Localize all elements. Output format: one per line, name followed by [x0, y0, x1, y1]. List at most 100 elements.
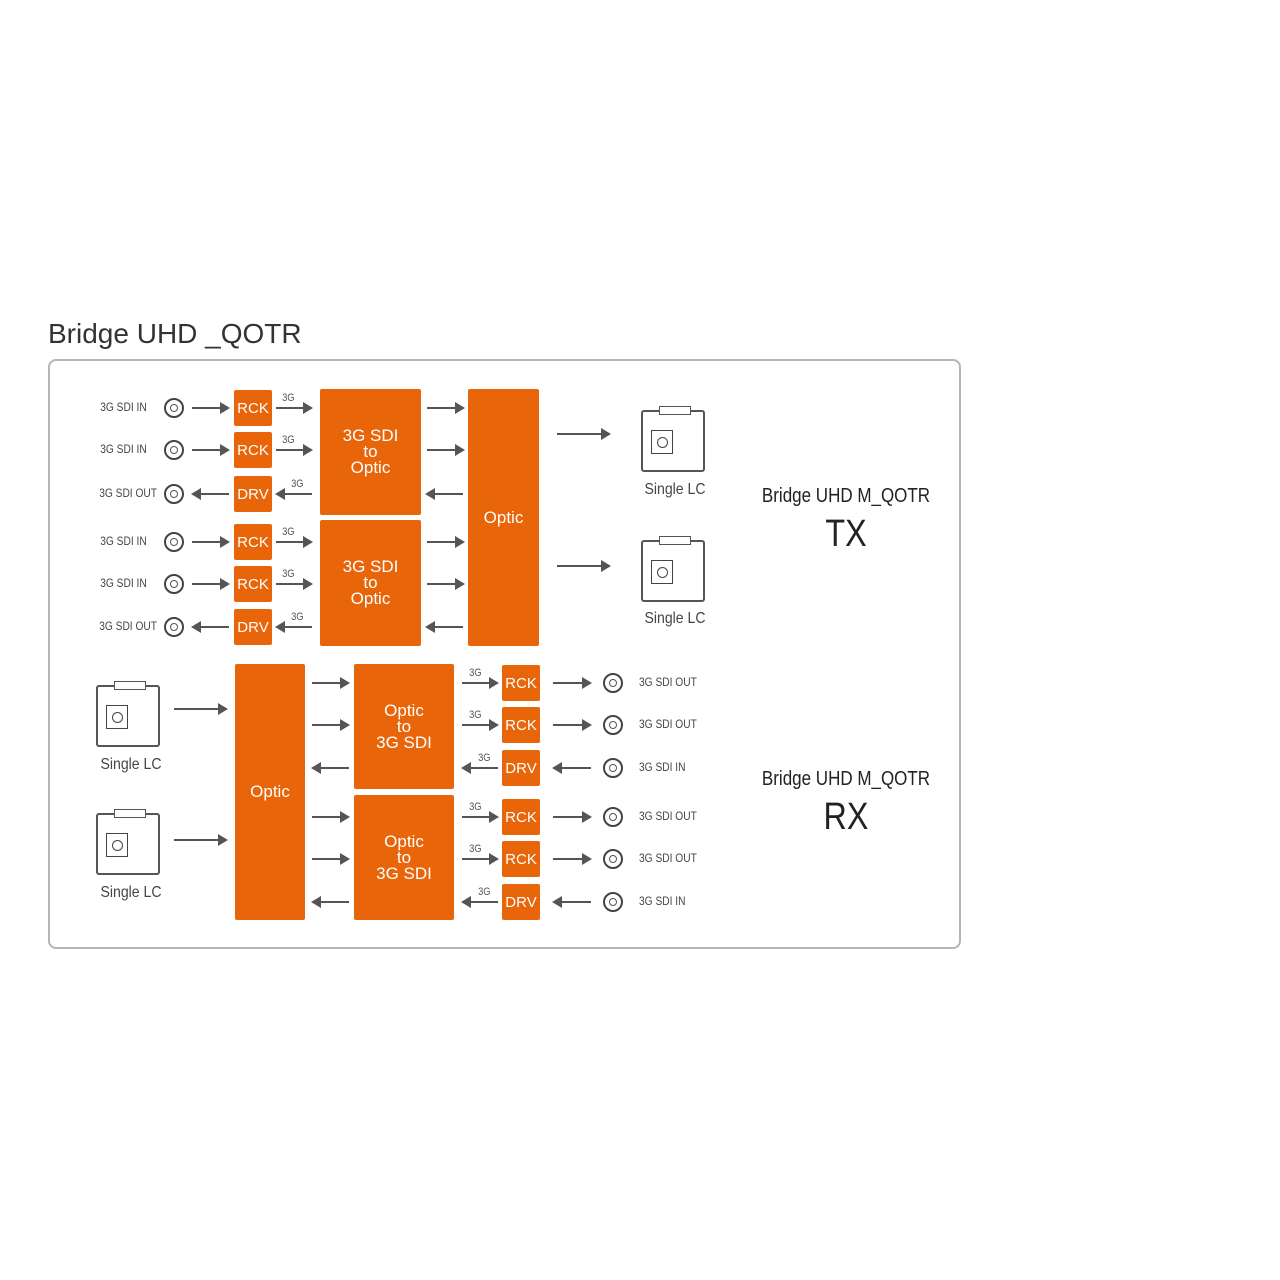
rx-drv-block: DRV: [502, 750, 540, 786]
arrow-left: [461, 896, 498, 908]
rate-label: 3G: [478, 752, 491, 764]
arrow-right: [192, 536, 230, 548]
bnc-connector-icon: [603, 758, 623, 778]
single-lc-module-icon: [96, 809, 160, 875]
sdi-port-label: 3G SDI OUT: [639, 675, 697, 689]
arrow-right: [276, 536, 313, 548]
tx-converter-block: 3G SDI to Optic: [320, 389, 421, 515]
rate-label: 3G: [282, 526, 295, 538]
single-lc-module-icon: [641, 536, 705, 602]
sdi-port-label: 3G SDI OUT: [99, 486, 157, 500]
arrow-right: [276, 444, 313, 456]
arrow-right: [553, 811, 592, 823]
tx-drv-block: DRV: [234, 609, 272, 645]
rx-rck-block: RCK: [502, 707, 540, 743]
rx-converter-block: Optic to 3G SDI: [354, 664, 454, 789]
tx-converter-block: 3G SDI to Optic: [320, 520, 421, 646]
bnc-connector-icon: [603, 673, 623, 693]
sdi-port-label: 3G SDI OUT: [99, 619, 157, 633]
bnc-connector-icon: [164, 532, 184, 552]
tx-rck-block: RCK: [234, 566, 272, 602]
arrow-right: [312, 853, 350, 865]
arrow-right: [553, 719, 592, 731]
rate-label: 3G: [469, 801, 482, 813]
arrow-right: [174, 834, 228, 846]
arrow-right: [462, 677, 499, 689]
tx-optic-block: Optic: [468, 389, 539, 646]
arrow-right: [192, 578, 230, 590]
arrow-right: [462, 853, 499, 865]
single-lc-module-icon: [641, 406, 705, 472]
arrow-right: [174, 703, 228, 715]
arrow-right: [557, 560, 611, 572]
arrow-left: [275, 488, 312, 500]
rate-label: 3G: [478, 886, 491, 898]
arrow-left: [191, 621, 229, 633]
tx-rck-block: RCK: [234, 390, 272, 426]
arrow-right: [553, 677, 592, 689]
arrow-left: [552, 762, 591, 774]
tx-rck-block: RCK: [234, 524, 272, 560]
single-lc-label: Single LC: [100, 884, 162, 901]
arrow-left: [425, 621, 463, 633]
rate-label: 3G: [469, 709, 482, 721]
sdi-port-label: 3G SDI IN: [100, 576, 147, 590]
arrow-right: [192, 402, 230, 414]
arrow-right: [462, 811, 499, 823]
arrow-left: [461, 762, 498, 774]
arrow-right: [427, 402, 465, 414]
tx-device-name: Bridge UHD M_QOTR: [761, 485, 931, 507]
sdi-port-label: 3G SDI OUT: [639, 809, 697, 823]
arrow-right: [312, 677, 350, 689]
tx-rck-block: RCK: [234, 432, 272, 468]
bnc-connector-icon: [603, 715, 623, 735]
rx-mode-label: RX: [823, 796, 869, 838]
arrow-right: [276, 402, 313, 414]
arrow-right: [312, 719, 350, 731]
rx-rck-block: RCK: [502, 841, 540, 877]
rx-converter-block: Optic to 3G SDI: [354, 795, 454, 920]
sdi-port-label: 3G SDI IN: [100, 400, 147, 414]
arrow-left: [425, 488, 463, 500]
single-lc-label: Single LC: [644, 481, 706, 498]
sdi-port-label: 3G SDI OUT: [639, 717, 697, 731]
single-lc-module-icon: [96, 681, 160, 747]
bnc-connector-icon: [164, 440, 184, 460]
tx-drv-block: DRV: [234, 476, 272, 512]
arrow-left: [311, 762, 349, 774]
arrow-left: [275, 621, 312, 633]
rx-drv-block: DRV: [502, 884, 540, 920]
rx-rck-block: RCK: [502, 799, 540, 835]
rate-label: 3G: [282, 568, 295, 580]
rx-rck-block: RCK: [502, 665, 540, 701]
rate-label: 3G: [469, 843, 482, 855]
rate-label: 3G: [291, 611, 304, 623]
diagram-frame: [48, 359, 961, 949]
sdi-port-label: 3G SDI OUT: [639, 851, 697, 865]
arrow-right: [276, 578, 313, 590]
bnc-connector-icon: [603, 892, 623, 912]
arrow-right: [312, 811, 350, 823]
bnc-connector-icon: [603, 807, 623, 827]
arrow-left: [552, 896, 591, 908]
bnc-connector-icon: [164, 617, 184, 637]
rate-label: 3G: [282, 392, 295, 404]
rx-device-name: Bridge UHD M_QOTR: [761, 768, 931, 790]
arrow-left: [311, 896, 349, 908]
sdi-port-label: 3G SDI IN: [100, 534, 147, 548]
arrow-right: [557, 428, 611, 440]
rate-label: 3G: [469, 667, 482, 679]
bnc-connector-icon: [164, 398, 184, 418]
arrow-left: [191, 488, 229, 500]
single-lc-label: Single LC: [100, 756, 162, 773]
rate-label: 3G: [291, 478, 304, 490]
sdi-port-label: 3G SDI IN: [639, 894, 686, 908]
diagram-title: Bridge UHD _QOTR: [48, 318, 302, 349]
arrow-right: [553, 853, 592, 865]
bnc-connector-icon: [603, 849, 623, 869]
rate-label: 3G: [282, 434, 295, 446]
single-lc-label: Single LC: [644, 610, 706, 627]
arrow-right: [192, 444, 230, 456]
sdi-port-label: 3G SDI IN: [100, 442, 147, 456]
arrow-right: [427, 444, 465, 456]
